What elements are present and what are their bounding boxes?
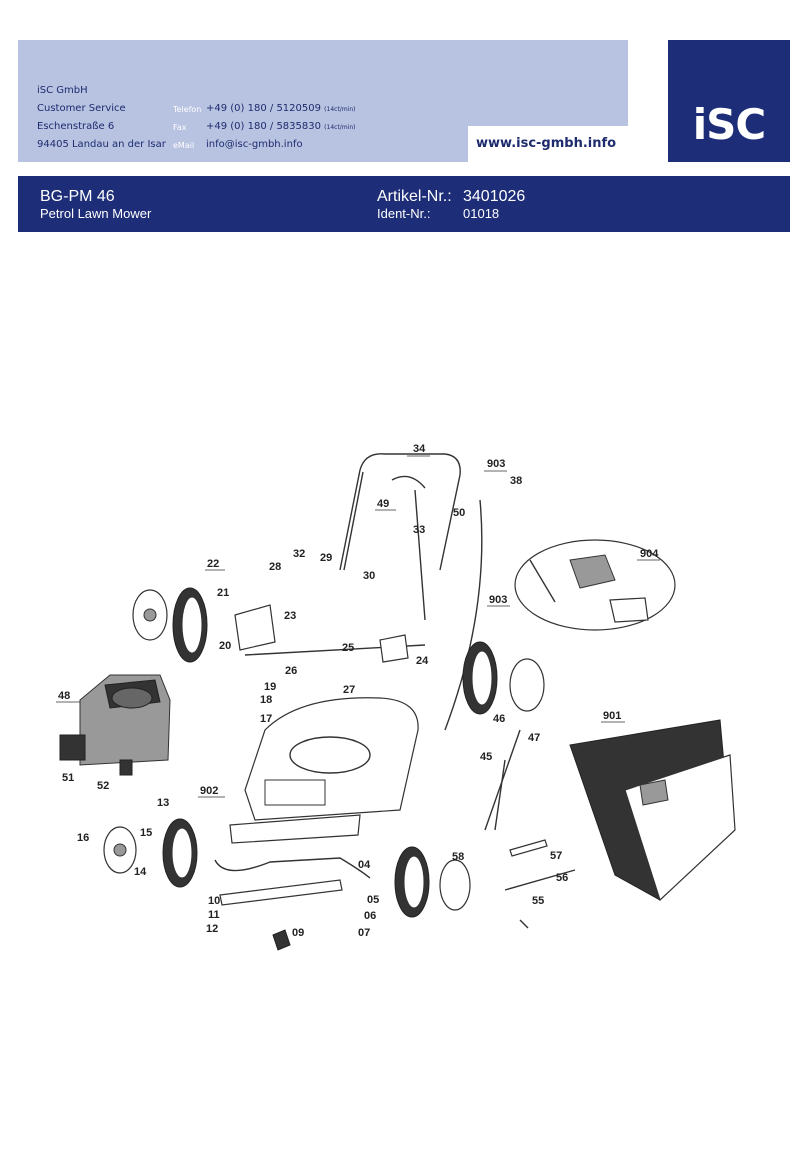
callout-47: 47 [528, 732, 540, 744]
email-label: eMail [173, 141, 195, 150]
product-model: BG-PM 46 [40, 188, 115, 205]
blade [219, 879, 343, 906]
callout-11: 11 [208, 909, 220, 921]
front-axle [214, 857, 371, 879]
callout-32: 32 [293, 548, 305, 560]
callout-55: 55 [532, 895, 544, 907]
phone-number: +49 (0) 180 / 5120509 (14ct/min) [206, 103, 356, 114]
callout-903-mid: 903 [489, 594, 507, 606]
callout-30: 30 [363, 570, 375, 582]
callout-48: 48 [58, 690, 70, 702]
callout-23: 23 [284, 610, 296, 622]
fax-number: +49 (0) 180 / 5835830 (14ct/min) [206, 121, 356, 132]
callout-33: 33 [413, 524, 425, 536]
callout-14: 14 [134, 866, 147, 878]
article-number: 3401026 [463, 188, 526, 205]
callout-50: 50 [453, 507, 465, 519]
callout-04: 04 [358, 859, 371, 871]
callout-10: 10 [208, 895, 220, 907]
callout-15: 15 [140, 827, 152, 839]
callout-902: 902 [200, 785, 218, 797]
callout-57: 57 [550, 850, 562, 862]
callout-17: 17 [260, 713, 272, 725]
callout-34: 34 [413, 443, 426, 455]
catcher-cover-group [514, 539, 676, 631]
callout-46: 46 [493, 713, 505, 725]
callout-29: 29 [320, 552, 332, 564]
exploded-parts-diagram: 34 903 38 49 50 33 22 32 29 28 30 903 90… [56, 443, 736, 951]
front-right-wheel [394, 846, 471, 918]
callout-901: 901 [603, 710, 621, 722]
isc-logo: iSC [668, 40, 790, 162]
engine [59, 674, 171, 776]
mower-deck [244, 697, 419, 821]
handle-assembly [339, 453, 461, 621]
callout-22: 22 [207, 558, 219, 570]
callout-12: 12 [206, 923, 218, 935]
website-link[interactable]: www.isc-gmbh.info [476, 136, 617, 151]
callout-19: 19 [264, 681, 276, 693]
callout-56: 56 [556, 872, 568, 884]
callout-38: 38 [510, 475, 522, 487]
phone-label: Telefon [173, 105, 202, 114]
callout-16: 16 [77, 832, 89, 844]
company-department: Customer Service [37, 103, 126, 114]
callout-05: 05 [367, 894, 379, 906]
callout-45: 45 [480, 751, 492, 763]
callout-26: 26 [285, 665, 297, 677]
fax-label: Fax [173, 123, 187, 132]
product-title-bar [18, 176, 790, 232]
callout-07: 07 [358, 927, 370, 939]
company-street: Eschenstraße 6 [37, 121, 115, 132]
rear-left-wheel [132, 587, 208, 663]
callout-24: 24 [416, 655, 429, 667]
callout-28: 28 [269, 561, 281, 573]
callout-25: 25 [342, 642, 354, 654]
callout-21: 21 [217, 587, 229, 599]
grass-catcher [569, 719, 736, 902]
callout-09: 09 [292, 927, 304, 939]
rear-flap [229, 814, 361, 844]
callout-27: 27 [343, 684, 355, 696]
callout-904: 904 [640, 548, 659, 560]
email-address: info@isc-gmbh.info [206, 139, 303, 150]
callout-51: 51 [62, 772, 74, 784]
website-box [468, 126, 628, 162]
callout-13: 13 [157, 797, 169, 809]
ident-number: 01018 [463, 206, 500, 221]
company-city: 94405 Landau an der Isar [37, 139, 166, 150]
callout-06: 06 [364, 910, 376, 922]
ident-label: Ident-Nr.: [377, 206, 431, 221]
callout-49: 49 [377, 498, 389, 510]
callout-18: 18 [260, 694, 272, 706]
article-label: Artikel-Nr.: [377, 188, 452, 205]
axle-bracket [234, 604, 276, 651]
front-left-wheel [103, 818, 198, 888]
throttle-cable [444, 499, 483, 731]
callout-58: 58 [452, 851, 464, 863]
callout-903-top: 903 [487, 458, 505, 470]
rear-right-wheel [462, 641, 545, 715]
callouts: 34 903 38 49 50 33 22 32 29 28 30 903 90… [56, 443, 660, 939]
product-description: Petrol Lawn Mower [40, 206, 152, 221]
company-name: iSC GmbH [37, 85, 88, 96]
callout-52: 52 [97, 780, 109, 792]
callout-20: 20 [219, 640, 231, 652]
